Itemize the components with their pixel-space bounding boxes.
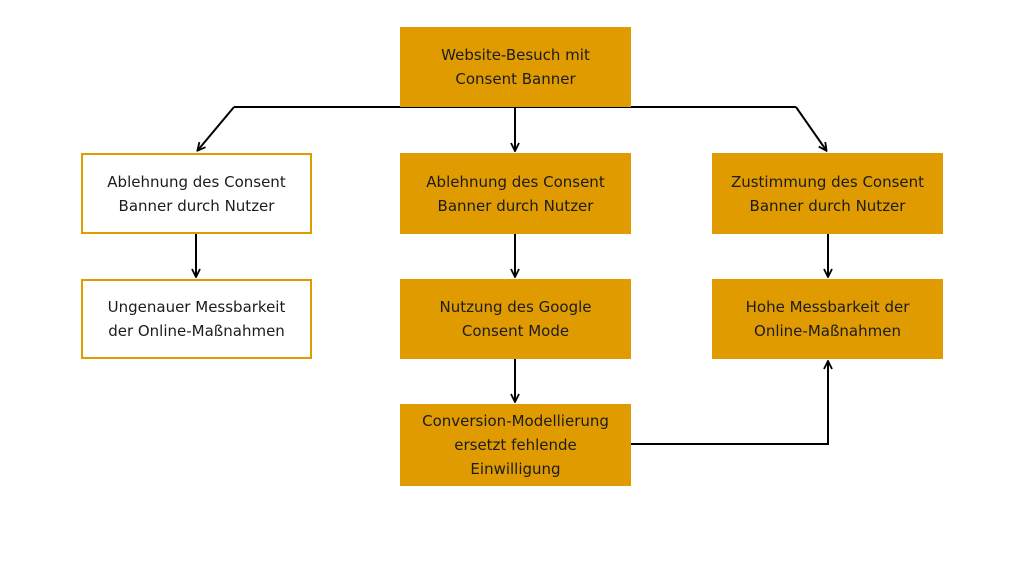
node-conversion-modelling: Conversion-Modellierung ersetzt fehlende… (400, 404, 631, 486)
node-website-visit-label: Website-Besuch mit Consent Banner (441, 46, 590, 88)
node-left-low-measurability-label: Ungenauer Messbarkeit der Online-Maßnahm… (107, 298, 286, 340)
node-right-high-measurability-label: Hohe Messbarkeit der Online-Maßnahmen (745, 298, 910, 340)
node-right-accept-label: Zustimmung des Consent Banner durch Nutz… (730, 172, 925, 215)
node-left-low-measurability: Ungenauer Messbarkeit der Online-Maßnahm… (81, 279, 312, 359)
node-conversion-modelling-label: Conversion-Modellierung ersetzt fehlende… (422, 412, 609, 478)
arrow-root-to-right-accept (795, 106, 826, 150)
arrow-modelling-to-right-result (631, 362, 828, 445)
node-left-decline: Ablehnung des Consent Banner durch Nutze… (81, 153, 312, 234)
node-google-consent-mode: Nutzung des Google Consent Mode (400, 279, 631, 359)
node-mid-decline-label: Ablehnung des Consent Banner durch Nutze… (426, 172, 605, 215)
node-right-high-measurability: Hohe Messbarkeit der Online-Maßnahmen (712, 279, 943, 359)
node-mid-decline: Ablehnung des Consent Banner durch Nutze… (400, 153, 631, 234)
node-google-consent-mode-label: Nutzung des Google Consent Mode (439, 298, 592, 340)
node-right-accept: Zustimmung des Consent Banner durch Nutz… (712, 153, 943, 234)
node-left-decline-label: Ablehnung des Consent Banner durch Nutze… (107, 172, 286, 215)
arrow-root-to-left-decline (198, 106, 235, 150)
node-website-visit: Website-Besuch mit Consent Banner (400, 27, 631, 107)
